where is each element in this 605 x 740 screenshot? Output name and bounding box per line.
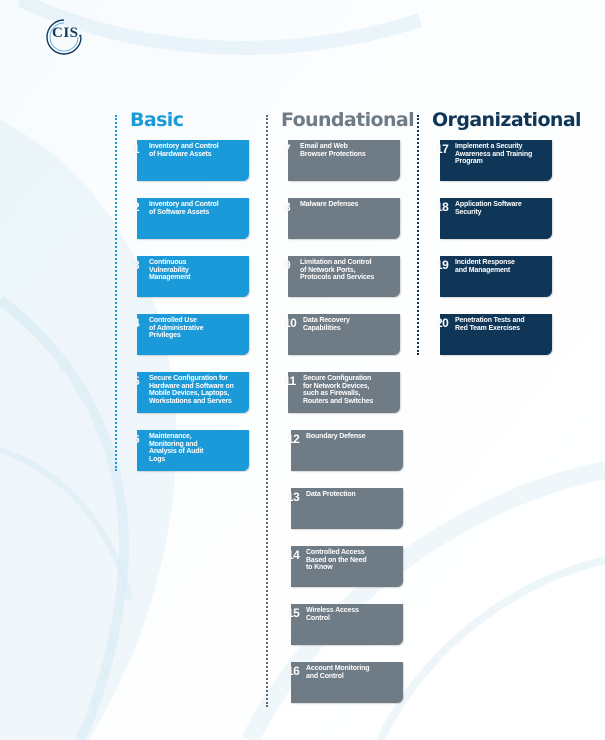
- control-label: Application Software Security: [455, 201, 522, 216]
- control-label: Inventory and Control of Hardware Assets: [149, 143, 219, 158]
- control-card-13: 13 Data Protection: [287, 488, 403, 529]
- control-number: 15: [287, 606, 300, 620]
- control-number: 13: [287, 490, 300, 504]
- control-label: Controlled Use of Administrative Privile…: [149, 317, 204, 340]
- control-label: Controlled Access Based on the Need to K…: [306, 549, 367, 572]
- control-card-11: 11 Secure Configuration for Network Devi…: [284, 372, 400, 413]
- control-card-20: 20 Penetration Tests and Red Team Exerci…: [436, 314, 552, 355]
- control-label: Maintenance, Monitoring and Analysis of …: [149, 433, 204, 464]
- control-card-18: 18 Application Software Security: [436, 198, 552, 239]
- cis-logo-ring-icon: [46, 19, 82, 55]
- column-title-basic: Basic: [130, 109, 184, 131]
- control-number: 2: [133, 200, 140, 214]
- control-number: 14: [287, 548, 300, 562]
- control-card-3: 3 Continuous Vulnerability Management: [133, 256, 249, 297]
- control-label: Implement a Security Awareness and Train…: [455, 143, 533, 166]
- control-number: 20: [436, 316, 449, 330]
- control-card-12: 12 Boundary Defense: [287, 430, 403, 471]
- control-card-9: 9 Limitation and Control of Network Port…: [284, 256, 400, 297]
- control-number: 18: [436, 200, 449, 214]
- control-label: Limitation and Control of Network Ports,…: [300, 259, 375, 282]
- control-card-4: 4 Controlled Use of Administrative Privi…: [133, 314, 249, 355]
- dotted-divider-basic: [115, 115, 117, 471]
- control-number: 7: [284, 142, 291, 156]
- control-label: Account Monitoring and Control: [306, 665, 370, 680]
- control-card-1: 1 Inventory and Control of Hardware Asse…: [133, 140, 249, 181]
- control-label: Data Recovery Capabilities: [303, 317, 350, 332]
- control-number: 8: [284, 200, 291, 214]
- dotted-divider-foundational: [266, 115, 268, 707]
- control-card-14: 14 Controlled Access Based on the Need t…: [287, 546, 403, 587]
- control-number: 5: [133, 374, 140, 388]
- control-label: Email and Web Browser Protections: [300, 143, 366, 158]
- control-number: 11: [284, 374, 296, 388]
- control-card-15: 15 Wireless Access Control: [287, 604, 403, 645]
- control-card-19: 19 Incident Response and Management: [436, 256, 552, 297]
- control-label: Malware Defenses: [300, 201, 359, 208]
- control-number: 4: [133, 316, 140, 330]
- control-number: 6: [133, 432, 140, 446]
- control-label: Inventory and Control of Software Assets: [149, 201, 219, 216]
- control-card-17: 17 Implement a Security Awareness and Tr…: [436, 140, 552, 181]
- control-label: Data Protection: [306, 491, 356, 498]
- control-label: Penetration Tests and Red Team Exercises: [455, 317, 525, 332]
- column-title-foundational: Foundational: [281, 109, 415, 131]
- control-number: 17: [436, 142, 449, 156]
- control-number: 3: [133, 258, 140, 272]
- control-number: 12: [287, 432, 300, 446]
- control-number: 10: [284, 316, 297, 330]
- control-number: 19: [436, 258, 449, 272]
- control-number: 9: [284, 258, 291, 272]
- control-number: 16: [287, 664, 300, 678]
- control-number: 1: [133, 142, 140, 156]
- control-label: Boundary Defense: [306, 433, 366, 440]
- control-label: Wireless Access Control: [306, 607, 359, 622]
- control-label: Secure Configuration for Hardware and So…: [149, 375, 234, 406]
- control-label: Continuous Vulnerability Management: [149, 259, 191, 282]
- control-card-16: 16 Account Monitoring and Control: [287, 662, 403, 703]
- control-label: Incident Response and Management: [455, 259, 515, 274]
- control-card-2: 2 Inventory and Control of Software Asse…: [133, 198, 249, 239]
- column-title-organizational: Organizational: [432, 109, 582, 131]
- control-card-7: 7 Email and Web Browser Protections: [284, 140, 400, 181]
- control-label: Secure Configuration for Network Devices…: [303, 375, 374, 406]
- control-card-5: 5 Secure Configuration for Hardware and …: [133, 372, 249, 413]
- cis-logo: CIS.: [52, 25, 83, 41]
- control-card-8: 8 Malware Defenses: [284, 198, 400, 239]
- control-card-6: 6 Maintenance, Monitoring and Analysis o…: [133, 430, 249, 471]
- dotted-divider-organizational: [417, 115, 419, 355]
- control-card-10: 10 Data Recovery Capabilities: [284, 314, 400, 355]
